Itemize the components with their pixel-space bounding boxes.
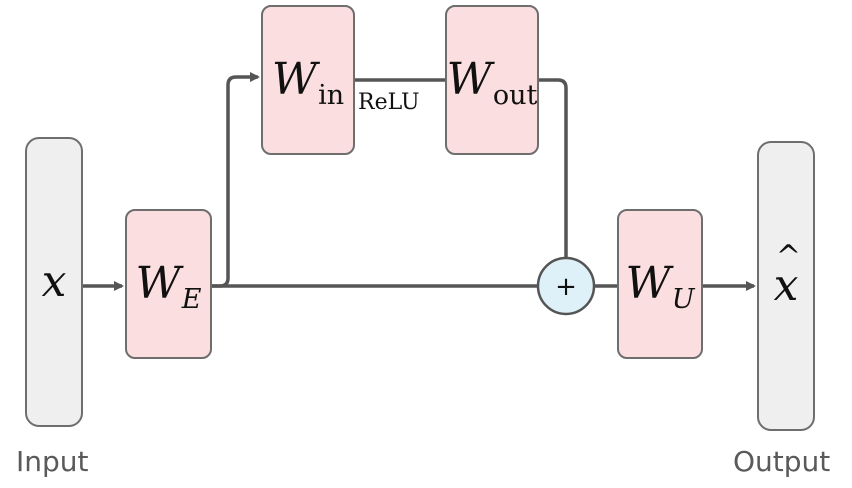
w-out-node: Wout (445, 5, 539, 155)
output-label: ^x (774, 242, 801, 308)
input-node: x (25, 137, 83, 427)
w-out-to-add-line (538, 78, 568, 258)
w-out-label: Wout (447, 58, 538, 110)
output-symbol: x (773, 260, 799, 311)
input-caption: Input (16, 445, 89, 478)
unembed-symbol: W (625, 258, 671, 309)
w-in-symbol: W (271, 54, 318, 105)
output-node: ^x (757, 141, 815, 431)
w-in-node: Win (261, 5, 355, 155)
encoder-subscript: E (181, 284, 202, 315)
w-in-label: Win (272, 58, 344, 110)
encoder-label: WE (136, 262, 202, 314)
add-symbol: + (555, 272, 577, 302)
unembed-subscript: U (671, 284, 695, 315)
unembed-label: WU (626, 262, 695, 314)
arrow-branch-to-w-in (212, 72, 260, 288)
output-accent: ^ (775, 239, 802, 274)
w-out-symbol: W (446, 54, 492, 105)
input-symbol: x (41, 256, 67, 307)
encoder-symbol: W (135, 258, 181, 309)
relu-label: ReLU (358, 90, 420, 115)
w-in-subscript: in (318, 80, 345, 111)
unembed-weight-node: WU (617, 209, 703, 359)
encoder-weight-node: WE (125, 209, 212, 359)
add-node (536, 256, 596, 316)
output-caption: Output (733, 445, 831, 478)
w-out-subscript: out (492, 80, 538, 111)
